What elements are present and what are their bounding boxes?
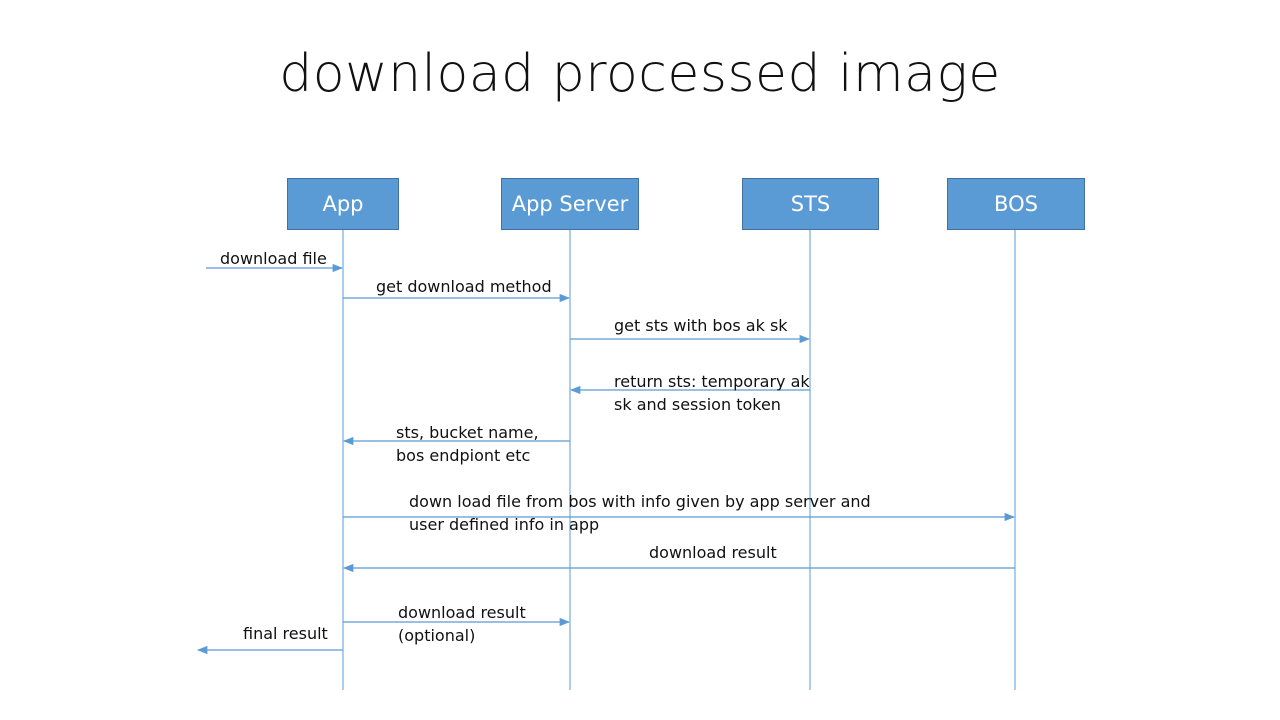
msg-get-sts: get sts with bos ak sk	[614, 316, 788, 335]
msg-download-file: download file	[220, 249, 327, 268]
msg-download-result-optional: download result (optional)	[398, 601, 526, 647]
msg-line: user defined info in app	[409, 515, 600, 534]
actor-app: App	[287, 178, 399, 230]
msg-sts-bucket: sts, bucket name, bos endpiont etc	[396, 421, 539, 467]
actor-sts: STS	[742, 178, 879, 230]
msg-return-sts: return sts: temporary ak sk and session …	[614, 370, 810, 416]
diagram-title: download processed image	[279, 44, 1001, 104]
msg-final-result: final result	[243, 624, 328, 643]
msg-download-result: download result	[649, 543, 777, 562]
msg-line: download result	[398, 603, 526, 622]
msg-line: down load file from bos with info given …	[409, 492, 871, 511]
msg-line: return sts: temporary ak	[614, 372, 810, 391]
msg-line: sk and session token	[614, 395, 781, 414]
actor-bos: BOS	[947, 178, 1085, 230]
msg-line: bos endpiont etc	[396, 446, 531, 465]
msg-line: (optional)	[398, 626, 476, 645]
msg-line: sts, bucket name,	[396, 423, 539, 442]
msg-get-download-method: get download method	[376, 277, 552, 296]
msg-download-from-bos: down load file from bos with info given …	[409, 490, 871, 536]
actor-app-server: App Server	[501, 178, 639, 230]
